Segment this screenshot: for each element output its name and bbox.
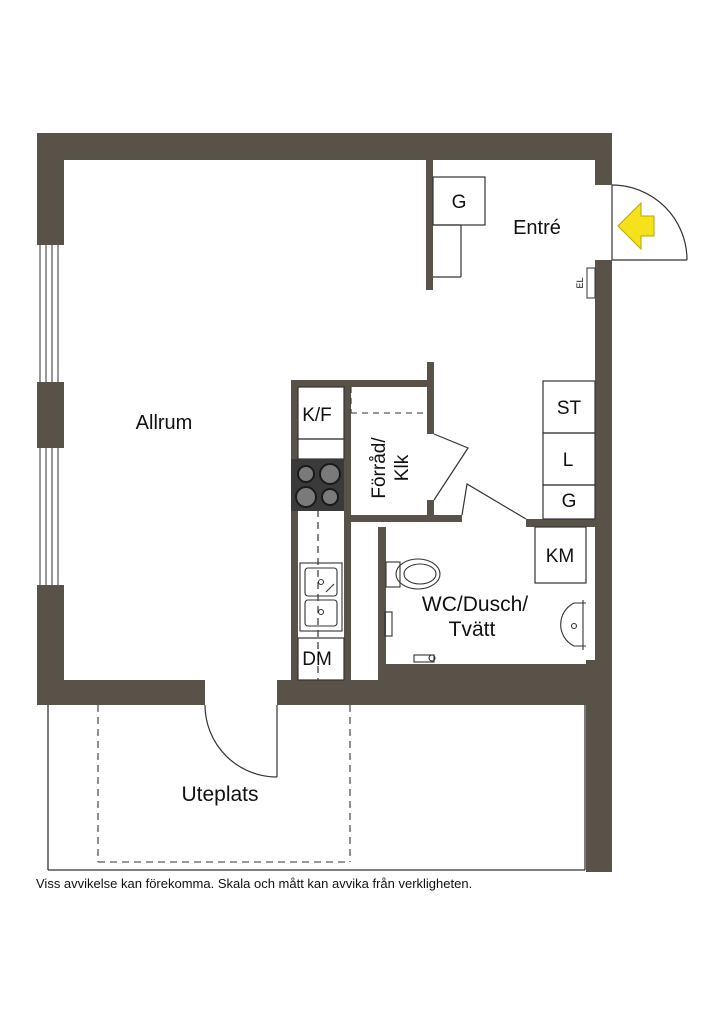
washing-machine (534, 526, 587, 584)
terrace-outline (47, 705, 586, 871)
fixture-dm-label: DM (302, 649, 332, 670)
room-entre-label: Entré (513, 217, 561, 239)
disclaimer-text: Viss avvikelse kan förekomma. Skala och … (36, 876, 473, 891)
room-storage-label-line2: Klk (392, 454, 413, 481)
room-allrum-label: Allrum (136, 412, 193, 434)
toilet-icon (385, 558, 441, 590)
room-wc-label-line1: WC/Dusch/ (422, 593, 528, 616)
terrace-dashed-area (97, 705, 351, 863)
fixture-g-entre-label: G (452, 192, 467, 213)
fixture-kf-label: K/F (302, 405, 332, 426)
fixture-el-label: EL (575, 277, 585, 288)
room-uteplats-label: Uteplats (181, 783, 258, 806)
walls (37, 133, 612, 872)
storage-shelf (350, 387, 427, 414)
kitchen-sink-icon (299, 562, 343, 632)
room-storage-label-line1: Förråd/ (369, 437, 390, 499)
electric-panel (586, 267, 596, 299)
stove-icon (291, 459, 344, 511)
entrance-door (611, 184, 688, 261)
right-cabinets (542, 380, 596, 520)
room-wc-label-line2: Tvätt (449, 618, 496, 641)
shower-icon (384, 611, 436, 663)
fixture-km-label: KM (546, 546, 575, 567)
storage-door (433, 433, 469, 501)
entre-wardrobe (432, 176, 486, 278)
kitchen-counter (297, 386, 345, 681)
fixture-st-label: ST (557, 398, 582, 419)
windows (38, 245, 63, 585)
wc-door (461, 483, 527, 520)
entrance-arrow-icon (617, 201, 655, 251)
terrace-door (204, 704, 278, 778)
fixture-g-right-label: G (562, 491, 577, 512)
fixture-l-label: L (563, 450, 574, 471)
washbasin-icon (560, 600, 586, 650)
